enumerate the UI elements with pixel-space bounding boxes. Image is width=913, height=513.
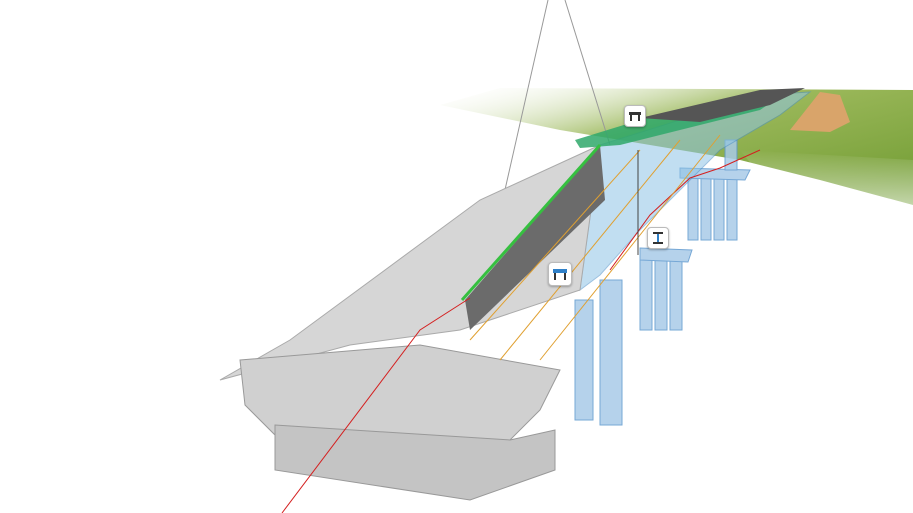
terrain-fade: [740, 150, 913, 215]
deck-concrete: [219, 144, 601, 381]
embankment: [790, 92, 850, 132]
deck-girder: [465, 145, 605, 330]
piers: [574, 139, 751, 426]
cable: [564, 0, 611, 146]
superstructure-icon[interactable]: [624, 105, 646, 127]
tendons: [469, 134, 721, 361]
cross-section-icon[interactable]: [548, 262, 572, 286]
deck-highlight-edge: [460, 144, 602, 301]
alignment-line: [281, 297, 471, 513]
road-surface: [640, 88, 805, 122]
alignment-line: [609, 149, 761, 271]
pier-bearing-icon[interactable]: [647, 227, 669, 249]
abutment-base: [274, 424, 556, 501]
